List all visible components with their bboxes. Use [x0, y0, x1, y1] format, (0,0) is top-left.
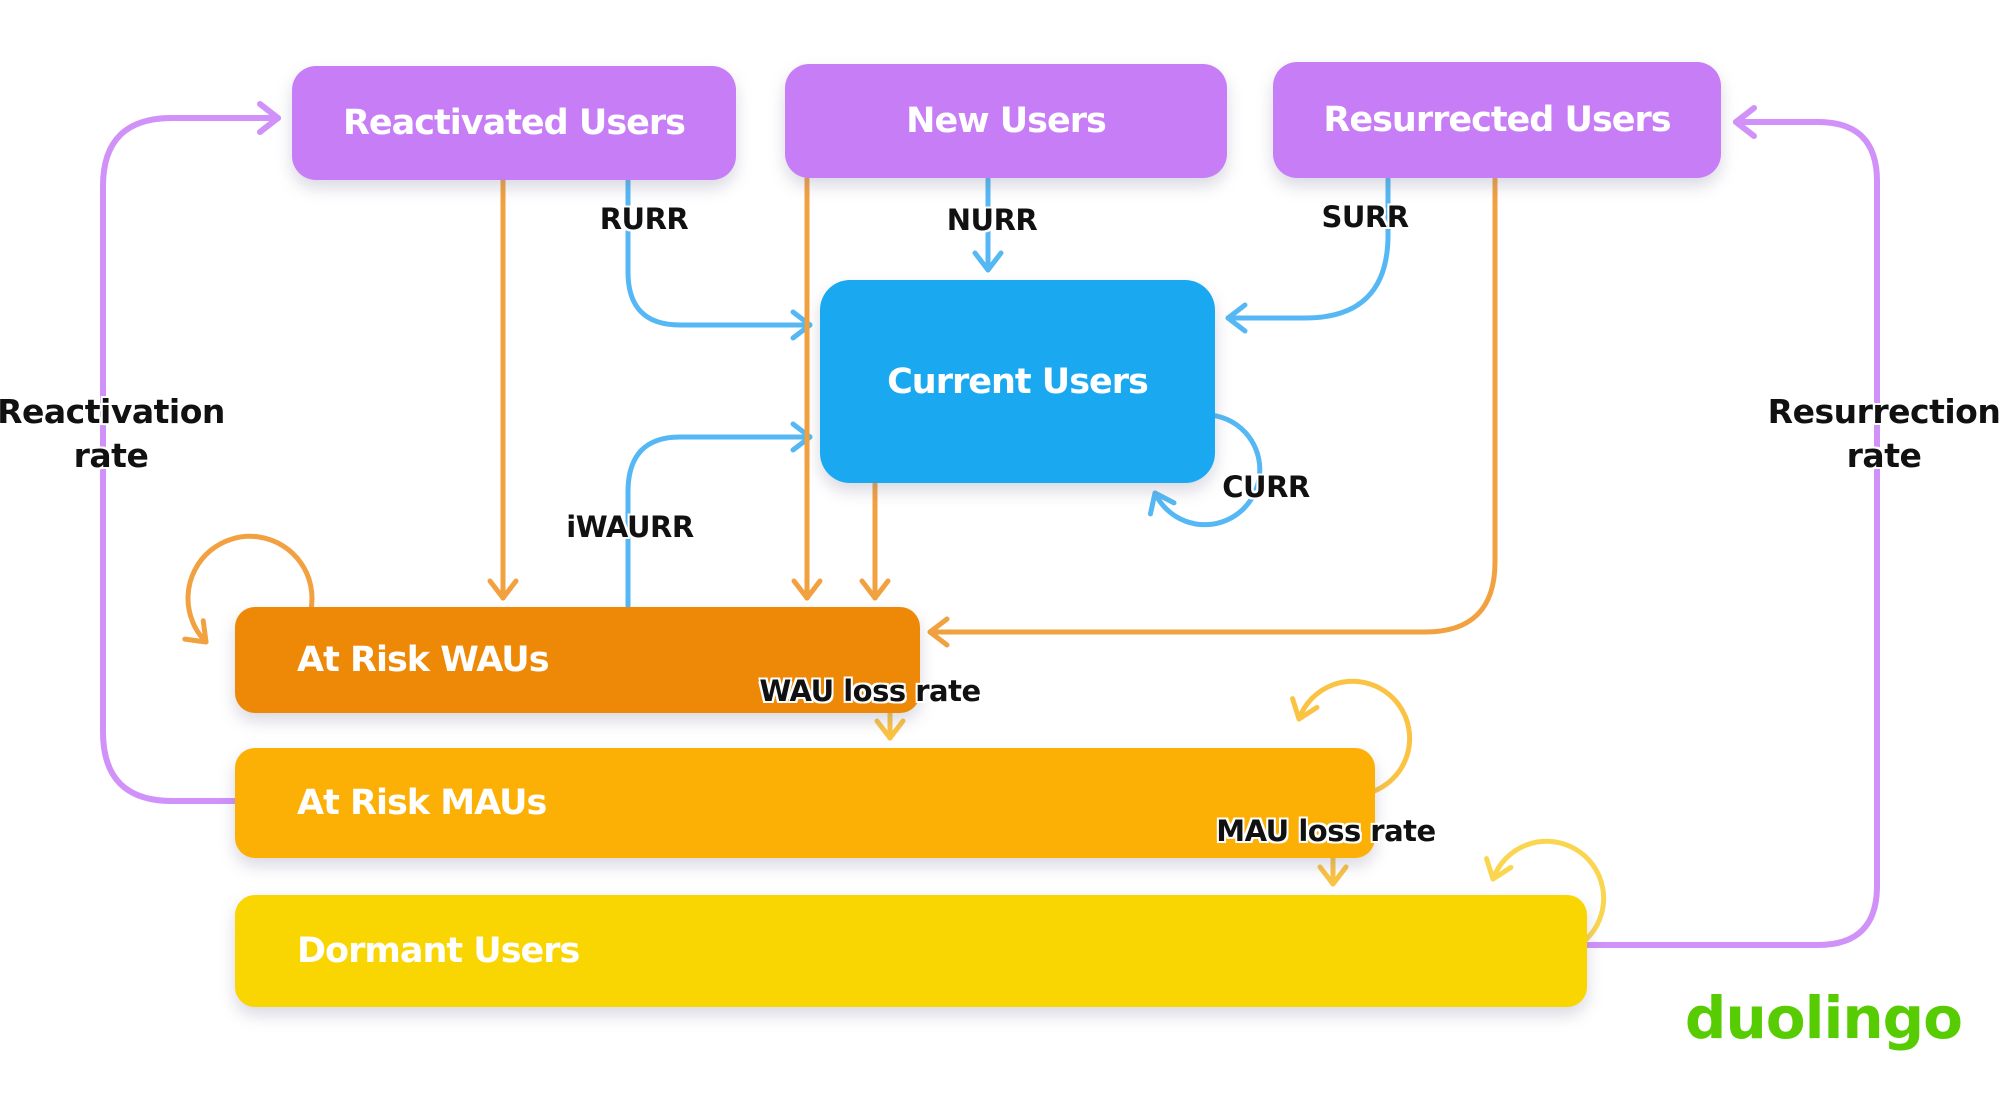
label-resurrection-rate: Resurrection rate	[1768, 390, 2000, 478]
label-resurrection-rate-line2: rate	[1846, 436, 1922, 475]
node-dormant-users-label: Dormant Users	[297, 931, 580, 971]
node-new-users-label: New Users	[906, 101, 1107, 141]
node-reactivated-users-label: Reactivated Users	[342, 103, 686, 143]
node-resurrected-users: Resurrected Users	[1273, 62, 1721, 178]
label-curr: CURR	[1222, 470, 1310, 504]
node-at-risk-waus-label: At Risk WAUs	[297, 640, 550, 680]
label-surr: SURR	[1321, 200, 1409, 234]
edge-resurrected-to-wau	[927, 176, 1498, 648]
label-reactivation-rate: Reactivation rate	[0, 390, 225, 478]
edge-reactivation-rate	[100, 101, 281, 804]
node-new-users: New Users	[785, 64, 1227, 178]
label-iwaurr: iWAURR	[566, 510, 694, 544]
node-current-users: Current Users	[820, 280, 1215, 483]
label-nurr: NURR	[946, 203, 1038, 237]
edge-surr	[1225, 176, 1391, 334]
edge-curr-self-loop	[1147, 412, 1263, 528]
node-at-risk-maus-label: At Risk MAUs	[297, 783, 547, 823]
label-resurrection-rate-line1: Resurrection	[1767, 392, 2000, 431]
edge-resurrection-rate	[1584, 105, 1880, 948]
label-mau-loss-rate: MAU loss rate	[1216, 814, 1436, 848]
node-current-users-label: Current Users	[887, 361, 1149, 402]
node-reactivated-users: Reactivated Users	[292, 66, 736, 180]
node-dormant-users: Dormant Users	[235, 895, 1587, 1007]
node-at-risk-maus: At Risk MAUs	[235, 748, 1375, 858]
label-wau-loss-rate: WAU loss rate	[759, 674, 981, 708]
edge-iwaurr	[625, 421, 813, 609]
node-resurrected-users-label: Resurrected Users	[1323, 100, 1671, 140]
label-reactivation-rate-line2: rate	[73, 436, 149, 475]
label-reactivation-rate-line1: Reactivation	[0, 392, 225, 431]
duolingo-logo: duolingo	[1684, 984, 1963, 1052]
node-at-risk-waus: At Risk WAUs	[235, 607, 920, 713]
edge-rurr	[625, 178, 813, 341]
label-rurr: RURR	[599, 202, 689, 236]
